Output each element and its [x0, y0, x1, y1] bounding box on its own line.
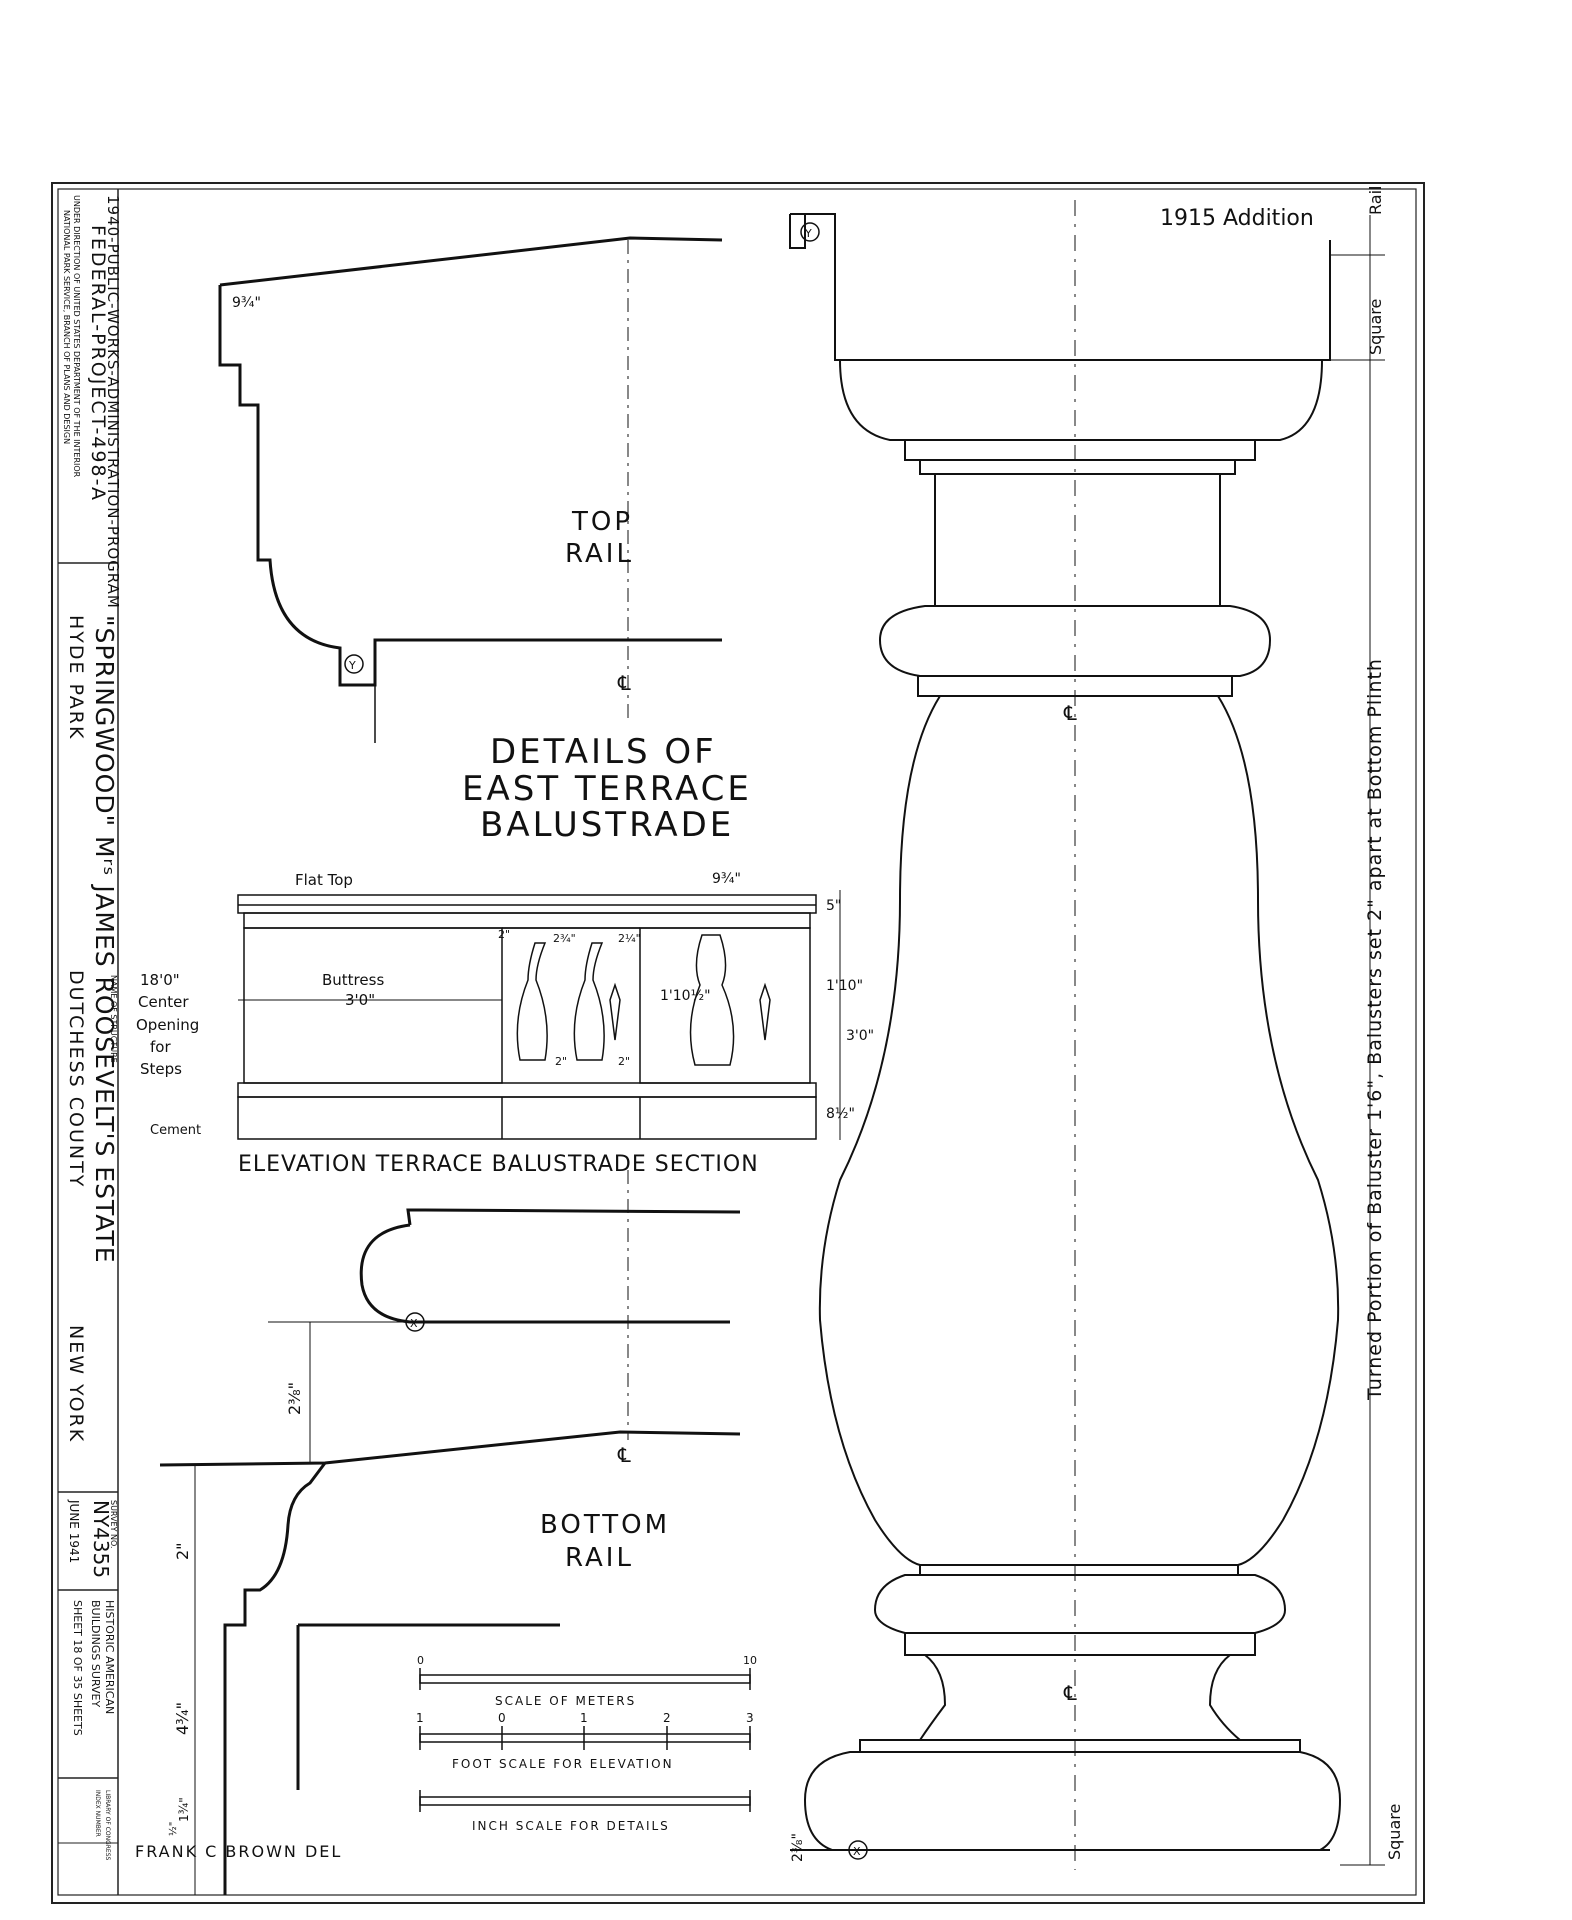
main-title-line-3: BALUSTRADE [480, 805, 734, 845]
bottom-rail-profile [159, 1208, 741, 1895]
library-line-1: LIBRARY OF CONGRESS [104, 1790, 111, 1861]
baluster-centerline-mark-1: ℄ [1063, 701, 1077, 725]
bottom-rail-label-1: BOTTOM [540, 1510, 670, 1540]
elevation-dim-1-10-half: 1'10½" [660, 988, 711, 1004]
key-y-label: Y [348, 659, 356, 672]
foot-tick-5: 3 [746, 1711, 754, 1725]
title-block: 1940-PUBLIC-WORKS-ADMINISTRATION-PROGRAM… [58, 189, 122, 1895]
bottom-rail-dim-1-3-4: 1¾" [177, 1797, 191, 1822]
top-rail-profile [218, 236, 723, 743]
bottom-rail-dim-4-3-4: 4¾" [173, 1702, 192, 1735]
habs-line-2: BUILDINGS SURVEY [89, 1600, 102, 1707]
top-rail-label-1: TOP [571, 507, 633, 537]
outer-border [51, 182, 1425, 1904]
bottom-rail-dim-2: 2" [173, 1542, 192, 1560]
main-title-line-1: DETAILS OF [490, 732, 717, 772]
library-line-2: INDEX NUMBER [94, 1790, 101, 1837]
elevation-dim-2a: 2" [498, 928, 510, 941]
rail-label: Rail [1366, 186, 1385, 215]
main-title-line-2: EAST TERRACE [462, 769, 752, 809]
location-state: NEW YORK [65, 1325, 87, 1443]
location-hyde-park: HYDE PARK [65, 615, 87, 740]
baluster-centerline-mark-2: ℄ [1063, 1681, 1077, 1705]
flat-top-label: Flat Top [295, 871, 353, 889]
foot-tick-1: 1 [416, 1711, 424, 1725]
structure-name: "SPRINGWOOD" Mʳˢ JAMES ROOSEVELT'S ESTAT… [90, 615, 119, 1264]
name-caption: NAME OF STRUCTURE [109, 975, 118, 1063]
location-county: DUTCHESS COUNTY [65, 970, 87, 1188]
scale-bars [419, 1668, 751, 1812]
opening-line-3: Opening [136, 1016, 199, 1034]
baluster-key-y-icon [800, 222, 820, 242]
elevation-dim-5: 5" [826, 898, 841, 914]
elevation-dim-2-3-4a: 2¾" [553, 932, 576, 945]
top-rail-label-2: RAIL [565, 539, 634, 569]
program-line-1: 1940-PUBLIC-WORKS-ADMINISTRATION-PROGRAM [104, 195, 122, 609]
draftsman-signature: FRANK C BROWN DEL [135, 1842, 342, 1861]
buttress-label: Buttress [322, 971, 384, 989]
program-line-3: UNDER DIRECTION OF UNITED STATES DEPARTM… [72, 195, 81, 478]
sheet-number: SHEET 18 OF 35 SHEETS [71, 1600, 84, 1736]
key-x-icon [405, 1312, 425, 1332]
elevation-dim-2-3-4b: 2¼" [618, 932, 641, 945]
key-x-label: X [410, 1317, 418, 1330]
elevation-dim-1-10: 1'10" [826, 978, 863, 994]
survey-date: JUNE 1941 [67, 1499, 81, 1563]
bottom-rail-label-2: RAIL [565, 1543, 634, 1573]
survey-caption: SURVEY NO. [109, 1500, 118, 1549]
square-top-label: Square [1366, 299, 1385, 355]
bottom-rail-centerline-mark: ℄ [617, 1443, 631, 1467]
bottom-rail-dim-half: ½" [167, 1822, 179, 1836]
meters-label: SCALE OF METERS [495, 1694, 636, 1708]
elevation-dim-9-3-4: 9¾" [712, 871, 741, 887]
inner-border [57, 188, 1417, 1896]
opening-line-5: Steps [140, 1060, 182, 1078]
foot-tick-3: 1 [580, 1711, 588, 1725]
key-y-icon [344, 654, 364, 674]
program-line-2: FEDERAL-PROJECT-498-A [87, 225, 109, 502]
turned-portion-label: Turned Portion of Baluster 1'6", Baluste… [1364, 658, 1386, 1401]
baluster-key-x-label: X [853, 1845, 861, 1858]
foot-tick-4: 2 [663, 1711, 671, 1725]
foot-tick-2: 0 [498, 1711, 506, 1725]
opening-line-4: for [150, 1038, 171, 1056]
survey-number: NY4355 [89, 1500, 113, 1578]
top-rail-dim: 9¾" [232, 295, 261, 311]
foot-label: FOOT SCALE FOR ELEVATION [452, 1757, 674, 1771]
bottom-rail-dim-2-3-8-label: 2⅜" [285, 1382, 304, 1415]
square-bottom-label: Square [1385, 1804, 1404, 1860]
meters-end: 10 [743, 1654, 757, 1667]
elevation-dim-2b: 2" [555, 1055, 567, 1068]
cement-label: Cement [150, 1123, 201, 1138]
meters-start: 0 [417, 1654, 424, 1667]
elevation-caption: ELEVATION TERRACE BALUSTRADE SECTION [238, 1152, 759, 1177]
opening-line-2: Center [138, 993, 189, 1011]
program-line-4: NATIONAL PARK SERVICE, BRANCH OF PLANS A… [62, 210, 71, 444]
lower-dim-2-3-8: 2⅜" [790, 1833, 806, 1862]
buttress-dim: 3'0" [345, 991, 375, 1009]
elevation-dim-3-0: 3'0" [846, 1028, 874, 1044]
addition-label: 1915 Addition [1160, 206, 1314, 231]
baluster-key-y-label: Y [804, 227, 812, 240]
baluster-key-x-icon [848, 1840, 868, 1860]
habs-line-1: HISTORIC AMERICAN [103, 1600, 116, 1714]
opening-line-1: 18'0" [140, 971, 180, 989]
elevation-drawing [237, 894, 817, 1140]
elevation-dim-2c: 2" [618, 1055, 630, 1068]
elevation-dim-8-half: 8½" [826, 1106, 855, 1122]
top-rail-centerline-mark: ℄ [617, 671, 631, 695]
inch-label: INCH SCALE FOR DETAILS [472, 1819, 670, 1833]
